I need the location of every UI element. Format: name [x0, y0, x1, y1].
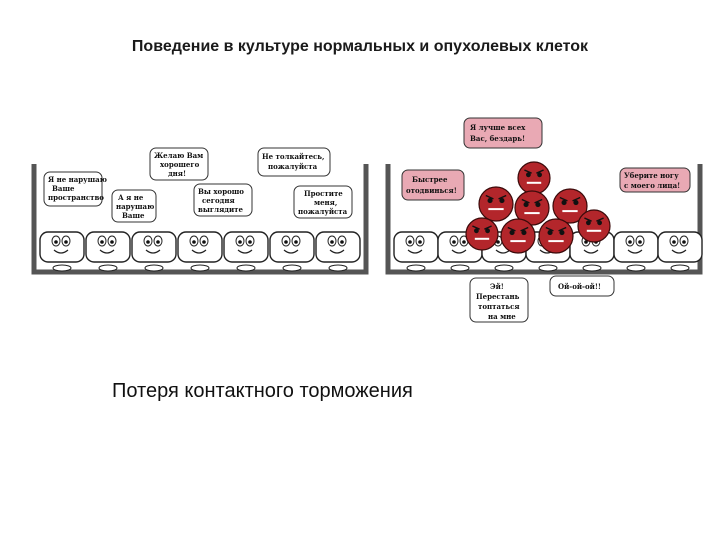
- bubble-line: хорошего: [160, 160, 200, 169]
- slide-title: Поведение в культуре нормальных и опухол…: [131, 38, 589, 55]
- bubble-line: А я не: [118, 193, 144, 202]
- bubble-line: Простите: [304, 189, 343, 198]
- bubble-line: Быстрее: [412, 175, 448, 184]
- bubble-normal-4: Вы хорошо сегодня выглядите: [193, 183, 253, 217]
- bubble-line: меня,: [314, 198, 337, 207]
- bubble-tumor-3: Уберите ногу с моего лица!: [619, 167, 691, 193]
- bubble-line: на мне: [488, 312, 516, 321]
- bubble-line: с моего лица!: [624, 181, 680, 190]
- bubble-normal-2: А я не нарушаю Ваше: [111, 189, 157, 223]
- bubble-line: Эй!: [490, 282, 504, 291]
- bubble-tumor-2: Быстрее отодвинься!: [401, 169, 465, 201]
- tumor-cell: [538, 218, 574, 254]
- normal-cell-row: [39, 231, 361, 272]
- bubble-normal-3: Желаю Вам хорошего дня!: [149, 147, 209, 181]
- bubble-line: выглядите: [198, 205, 243, 214]
- bubble-line: Ваше: [122, 211, 145, 220]
- normal-cell: [269, 231, 315, 272]
- tumor-cell: [514, 190, 550, 226]
- bubble-line: пожалуйста: [268, 162, 318, 171]
- bubble-line: Вы хорошо: [198, 187, 244, 196]
- bubble-line: сегодня: [202, 196, 235, 205]
- tumor-cell: [478, 186, 514, 222]
- bubble-tumor-4: Эй! Перестань топтаться на мне: [469, 277, 529, 323]
- bubble-line: нарушаю: [116, 202, 154, 211]
- bubble-line: Вас, бездарь!: [470, 134, 525, 143]
- normal-cells-illustration: Я не нарушаю Ваше пространство А я не на…: [31, 147, 369, 275]
- bubble-line: Я лучше всех: [470, 123, 526, 132]
- normal-cell: [39, 231, 85, 272]
- normal-cell: [85, 231, 131, 272]
- caption: Потеря контактного торможения: [112, 380, 413, 402]
- normal-cell: [223, 231, 269, 272]
- tumor-cell: [517, 161, 551, 195]
- tumor-cells-illustration: Я лучше всех Вас, бездарь! Быстрее отодв…: [385, 117, 703, 323]
- normal-cell: [657, 231, 703, 272]
- bubble-tumor-5: Ой-ой-ой!!: [549, 275, 615, 297]
- bubble-normal-5: Не толкайтесь, пожалуйста: [257, 147, 331, 177]
- normal-cell: [131, 231, 177, 272]
- bubble-line: Желаю Вам: [154, 151, 203, 160]
- tumor-cell: [500, 218, 536, 254]
- normal-cell: [393, 231, 439, 272]
- bubble-normal-1: Я не нарушаю Ваше пространство: [43, 171, 107, 207]
- culture-dish: [385, 164, 703, 275]
- bubble-line: Перестань: [476, 292, 520, 301]
- culture-dish: [31, 164, 369, 275]
- tumor-cell-pile: [465, 161, 611, 254]
- bubble-normal-6: Простите меня, пожалуйста: [293, 185, 353, 219]
- normal-cell: [315, 231, 361, 272]
- bubble-line: отодвинься!: [406, 186, 457, 195]
- tumor-cell: [465, 217, 499, 251]
- bubble-line: Уберите ногу: [624, 171, 679, 180]
- bubble-line: Ваше: [52, 184, 75, 193]
- bubble-line: топтаться: [478, 302, 520, 311]
- bubble-line: пространство: [48, 193, 104, 202]
- normal-cell: [613, 231, 659, 272]
- bubble-line: пожалуйста: [298, 207, 348, 216]
- normal-cell: [177, 231, 223, 272]
- tumor-cell: [577, 209, 611, 243]
- bubble-line: Ой-ой-ой!!: [558, 282, 601, 291]
- bubble-line: Я не нарушаю: [48, 175, 107, 184]
- bubble-line: Не толкайтесь,: [262, 152, 324, 161]
- bubble-tumor-1: Я лучше всех Вас, бездарь!: [463, 117, 543, 149]
- bubble-line: дня!: [168, 169, 186, 178]
- tumor-cell: [552, 188, 588, 224]
